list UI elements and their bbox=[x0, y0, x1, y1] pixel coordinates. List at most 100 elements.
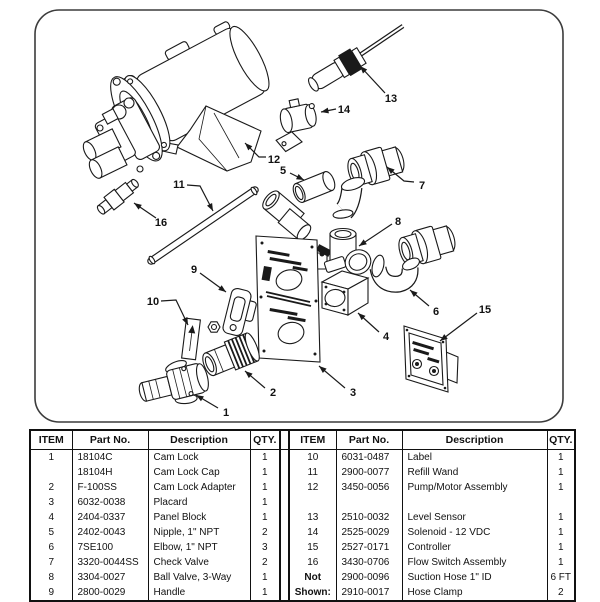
table-cell: 9 bbox=[29, 585, 73, 601]
table-cell: Hose Clamp bbox=[401, 585, 548, 601]
elbow-drawing-a bbox=[332, 177, 366, 219]
table-cell: 5 bbox=[29, 525, 73, 540]
table-cell: 3450-0056 bbox=[335, 480, 403, 495]
handle-drawing bbox=[222, 287, 257, 337]
flow-switch-drawing bbox=[96, 178, 139, 215]
callout-arrowhead-6 bbox=[410, 290, 418, 298]
table-cell: Suction Hose 1" ID bbox=[401, 570, 548, 585]
column-header: Part No. bbox=[71, 429, 149, 450]
table-cell: 2 bbox=[546, 585, 576, 601]
callout-arrowhead-10 bbox=[182, 316, 188, 325]
table-cell bbox=[29, 465, 73, 480]
callout-number-3: 3 bbox=[350, 387, 356, 399]
table-cell: Placard bbox=[147, 495, 251, 510]
callout-leader-10 bbox=[160, 299, 189, 326]
callout-number-7: 7 bbox=[419, 180, 425, 192]
table-cell: 3320-0044SS bbox=[71, 555, 149, 570]
table-cell: 2 bbox=[249, 525, 281, 540]
column-header: ITEM bbox=[288, 429, 337, 450]
table-cell: F-100SS bbox=[71, 480, 149, 495]
table-cell: 2910-0017 bbox=[335, 585, 403, 601]
callout-arrowhead-14 bbox=[321, 107, 329, 114]
table-cell: Solenoid - 12 VDC bbox=[401, 525, 548, 540]
table-cell: 14 bbox=[288, 525, 337, 540]
table-cell: Flow Switch Assembly bbox=[401, 555, 548, 570]
table-cell: 1 bbox=[249, 570, 281, 585]
callout-number-12: 12 bbox=[268, 154, 280, 166]
table-gap bbox=[279, 525, 290, 540]
table-cell: Label bbox=[401, 449, 548, 465]
table-cell: 7 bbox=[29, 555, 73, 570]
callout-number-1: 1 bbox=[223, 407, 229, 419]
callout-arrowhead-4 bbox=[358, 313, 366, 321]
level-sensor-drawing bbox=[307, 24, 405, 92]
table-cell: 10 bbox=[288, 449, 337, 465]
table-cell: Controller bbox=[401, 540, 548, 555]
table-cell: 2527-0171 bbox=[335, 540, 403, 555]
callout-number-14: 14 bbox=[338, 104, 351, 116]
callout-leader-11 bbox=[186, 184, 214, 212]
table-cell: 8 bbox=[29, 570, 73, 585]
table-cell: 1 bbox=[546, 465, 576, 480]
callout-arrowhead-1 bbox=[196, 395, 204, 402]
diagram-border bbox=[34, 9, 564, 423]
placard-drawing bbox=[255, 235, 321, 363]
solenoid-drawing bbox=[275, 98, 317, 153]
table-cell bbox=[288, 495, 337, 510]
table-cell: 1 bbox=[546, 525, 576, 540]
callout-arrowhead-8 bbox=[359, 239, 367, 246]
callout-arrowhead-7 bbox=[387, 167, 395, 175]
refill-wand-drawing bbox=[147, 186, 259, 265]
table-cell: 3 bbox=[29, 495, 73, 510]
table-cell: Cam Lock Cap bbox=[147, 465, 251, 480]
callout-number-6: 6 bbox=[433, 306, 439, 318]
callout-arrowhead-2 bbox=[245, 371, 253, 379]
table-cell: 3 bbox=[249, 540, 281, 555]
table-cell: Panel Block bbox=[147, 510, 251, 525]
callout-arrowhead-16 bbox=[134, 203, 142, 210]
table-cell: Refill Wand bbox=[401, 465, 548, 480]
table-cell: Shown: bbox=[288, 585, 337, 601]
table-cell: 2 bbox=[249, 555, 281, 570]
table-cell: 1 bbox=[249, 449, 281, 465]
callout-arrowhead-12 bbox=[245, 143, 253, 151]
table-cell: Cam Lock bbox=[147, 449, 251, 465]
table-cell: 6 bbox=[29, 540, 73, 555]
callout-number-16: 16 bbox=[155, 217, 167, 229]
cam-lock-adapter-drawing bbox=[202, 332, 260, 377]
table-cell: Not bbox=[288, 570, 337, 585]
table-cell: 1 bbox=[546, 555, 576, 570]
table-gap bbox=[279, 540, 290, 555]
callout-arrowhead-11 bbox=[206, 203, 213, 211]
callout-leader-15 bbox=[439, 312, 478, 342]
cam-lock-drawing bbox=[138, 360, 209, 405]
table-cell: 11 bbox=[288, 465, 337, 480]
column-header: Description bbox=[401, 429, 548, 450]
controller-drawing bbox=[403, 325, 459, 393]
elbow-drawing-b bbox=[369, 254, 420, 293]
table-cell: Elbow, 1" NPT bbox=[147, 540, 251, 555]
table-cell: 7SE100 bbox=[71, 540, 149, 555]
table-cell: 2402-0043 bbox=[71, 525, 149, 540]
table-cell: 2404-0337 bbox=[71, 510, 149, 525]
callout-number-8: 8 bbox=[395, 216, 401, 228]
table-cell: 1 bbox=[249, 480, 281, 495]
table-cell bbox=[546, 495, 576, 510]
table-cell: 2 bbox=[29, 480, 73, 495]
table-gap bbox=[279, 585, 290, 601]
table-cell: 1 bbox=[249, 510, 281, 525]
table-cell: Level Sensor bbox=[401, 510, 548, 525]
table-cell: Pump/Motor Assembly bbox=[401, 480, 548, 495]
table-cell: 2900-0077 bbox=[335, 465, 403, 480]
ball-valve-drawing bbox=[314, 227, 372, 275]
